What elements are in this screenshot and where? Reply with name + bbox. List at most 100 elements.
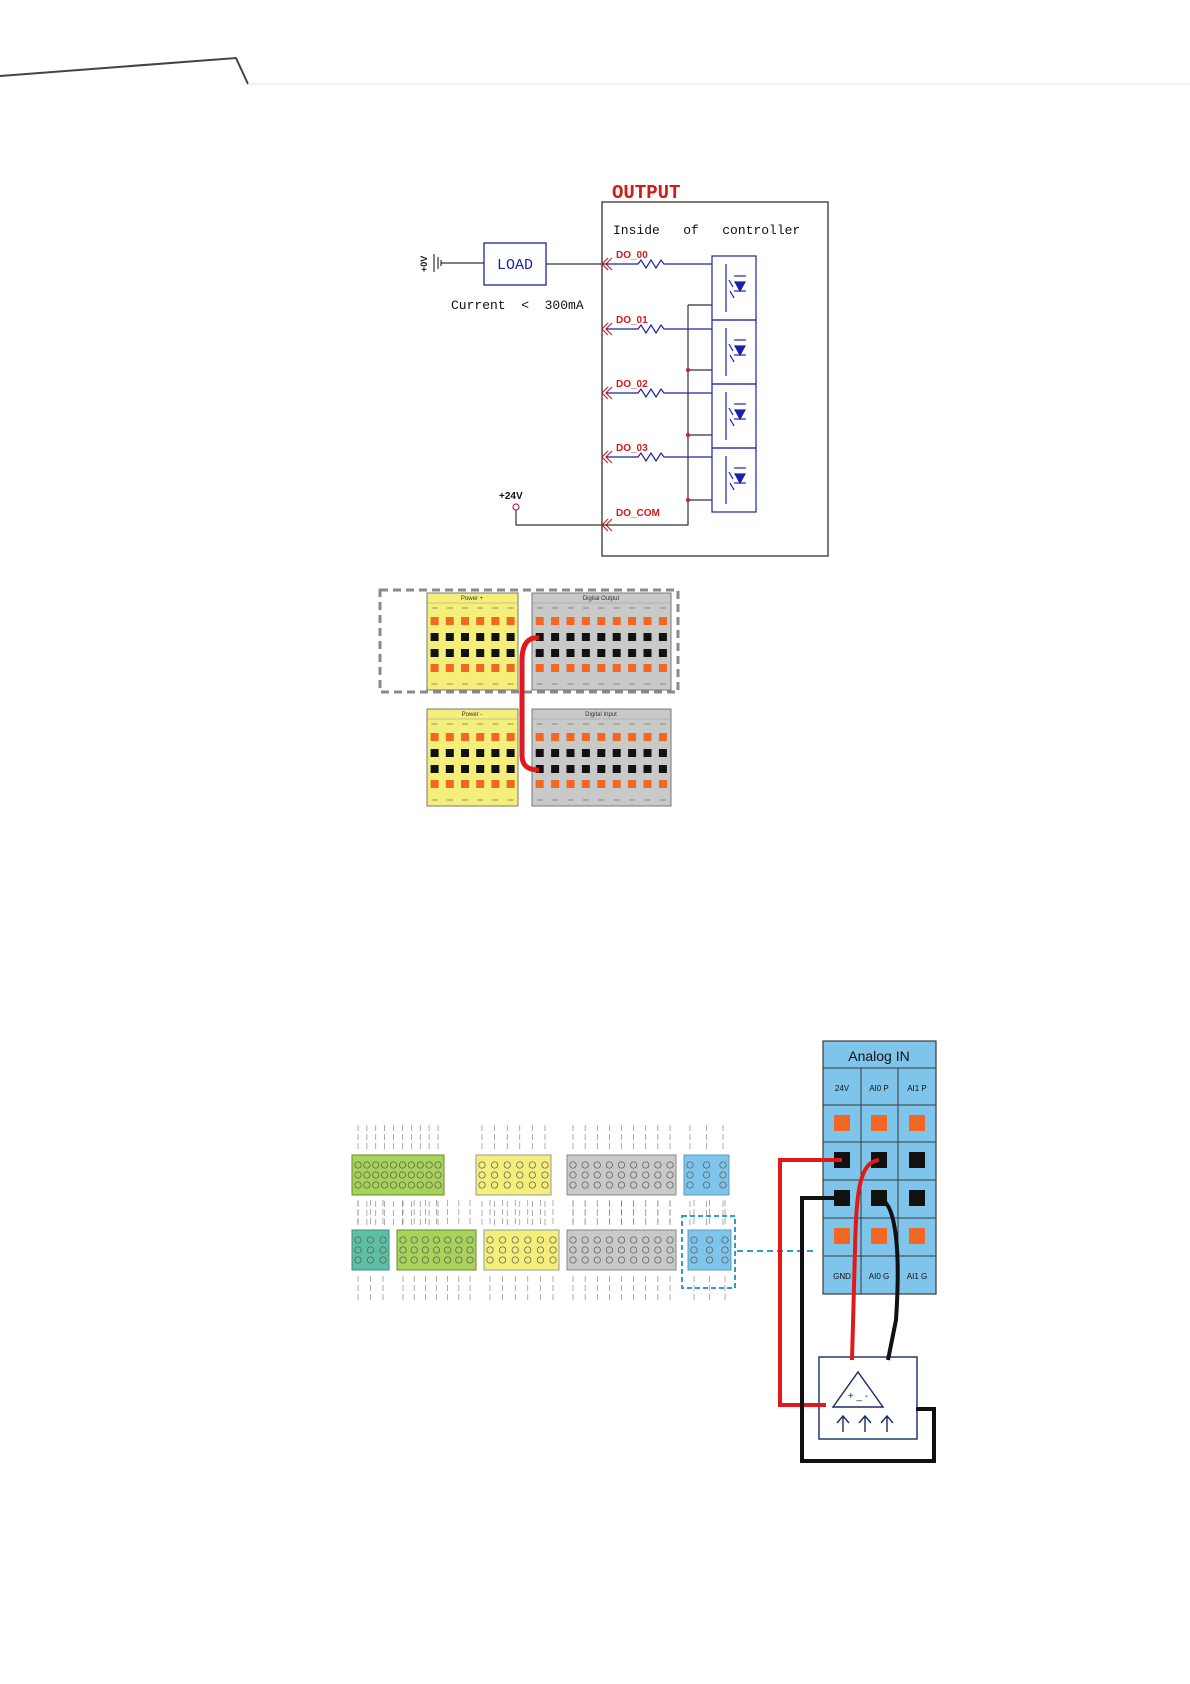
- terminal-pin: [582, 633, 590, 641]
- terminal-pin: [431, 733, 439, 741]
- pin-label: DO_02: [616, 379, 648, 390]
- terminal-pin: [446, 633, 454, 641]
- terminal-pin: [644, 617, 652, 625]
- terminal-pin: [507, 749, 515, 757]
- terminal-pin: [446, 733, 454, 741]
- terminal-pin: [507, 780, 515, 788]
- terminal-pin: [567, 617, 575, 625]
- terminal-pin: [536, 733, 544, 741]
- pin-label: DO_03: [616, 443, 648, 454]
- ground-icon: [434, 254, 484, 272]
- terminal-pin: [628, 664, 636, 672]
- load-label: LOAD: [497, 257, 533, 274]
- terminal-pin: [659, 765, 667, 773]
- terminal-pin: [582, 780, 590, 788]
- terminal-pin: [507, 617, 515, 625]
- terminal-pin: [659, 780, 667, 788]
- pin-do03: DO_03: [602, 443, 712, 463]
- digital-output-title: Digital Output: [583, 596, 620, 602]
- pin-label: DO_00: [616, 250, 648, 261]
- terminal-overview: [352, 1125, 814, 1300]
- label-ai1-g: AI1 G: [907, 1272, 927, 1281]
- terminal-pin: [613, 649, 621, 657]
- terminal-pin: [536, 780, 544, 788]
- terminal-pin: [628, 617, 636, 625]
- terminal-pin: [431, 617, 439, 625]
- terminal-pin: [476, 749, 484, 757]
- terminal-pin: [644, 765, 652, 773]
- terminal-pin: [461, 649, 469, 657]
- terminal-pin: [476, 664, 484, 672]
- supply-label: +24V: [499, 491, 523, 502]
- terminal-pin: [476, 633, 484, 641]
- terminal-pin: [476, 733, 484, 741]
- terminal-pin: [551, 733, 559, 741]
- arrow-icons: [837, 1416, 893, 1432]
- terminal-pin: [461, 617, 469, 625]
- power-plus-block: Power +: [427, 593, 518, 690]
- output-schematic: OUTPUT Inside of controller +0V LOAD Cur…: [419, 182, 828, 556]
- terminal-pin: [659, 633, 667, 641]
- terminal-pin: [628, 633, 636, 641]
- pin-do00: DO_00: [602, 250, 712, 270]
- terminal-pin: [659, 749, 667, 757]
- terminal-pin: [507, 765, 515, 773]
- terminal-pin: [659, 733, 667, 741]
- optocoupler-ch0: [712, 256, 756, 320]
- terminal-pin: [446, 780, 454, 788]
- terminal-pin: [431, 765, 439, 773]
- label-ai1-p: AI1 P: [907, 1084, 927, 1093]
- label-ai0-g: AI0 G: [869, 1272, 889, 1281]
- terminal-pin: [461, 633, 469, 641]
- terminal-pin: [461, 664, 469, 672]
- terminal-pin: [551, 765, 559, 773]
- terminal-pin: [491, 649, 499, 657]
- terminal-pin: [431, 749, 439, 757]
- inside-controller-label: Inside of controller: [613, 223, 800, 238]
- current-label: Current < 300mA: [451, 298, 584, 313]
- terminal-pin: [597, 617, 605, 625]
- power-minus-block: Power -: [427, 709, 518, 806]
- label-ai0-p: AI0 P: [869, 1084, 889, 1093]
- terminal-pin: [551, 780, 559, 788]
- terminal-pin: [613, 617, 621, 625]
- terminal-pin: [461, 765, 469, 773]
- terminal-pin: [582, 617, 590, 625]
- optocoupler-ch3: [712, 448, 756, 512]
- terminal-pin: [597, 765, 605, 773]
- pin-label: DO_COM: [616, 508, 660, 519]
- terminal-pin: [446, 649, 454, 657]
- label-24v: 24V: [835, 1084, 850, 1093]
- terminal-pin: [476, 780, 484, 788]
- terminal-pin: [461, 780, 469, 788]
- terminal-pin: [628, 780, 636, 788]
- terminal-pin: [597, 733, 605, 741]
- terminal-pin: [551, 649, 559, 657]
- terminal-pin: [431, 780, 439, 788]
- common-bus: [688, 305, 712, 500]
- terminal-pin: [613, 733, 621, 741]
- terminal-pin: [491, 733, 499, 741]
- digital-output-block: Digital Output: [532, 593, 671, 690]
- terminal-pin: [567, 780, 575, 788]
- terminal-pin: [582, 749, 590, 757]
- page-header-decoration: [0, 58, 1190, 84]
- optocoupler-ch2: [712, 384, 756, 448]
- power-minus-title: Power -: [462, 712, 483, 718]
- terminal-pin: [597, 633, 605, 641]
- pin-do01: DO_01: [602, 315, 712, 335]
- terminal-pin: [536, 664, 544, 672]
- terminal-pin: [491, 664, 499, 672]
- terminal-pin: [507, 633, 515, 641]
- terminal-pin: [597, 780, 605, 788]
- digital-input-block: Digital Input: [532, 709, 671, 806]
- terminal-pin: [628, 649, 636, 657]
- terminal-pin: [431, 633, 439, 641]
- terminal-pin: [628, 733, 636, 741]
- terminal-pin: [628, 749, 636, 757]
- bottom-row-blocks: [352, 1200, 731, 1300]
- terminal-pin: [567, 664, 575, 672]
- terminal-pin: [613, 780, 621, 788]
- terminal-pin: [446, 617, 454, 625]
- terminal-pin: [582, 664, 590, 672]
